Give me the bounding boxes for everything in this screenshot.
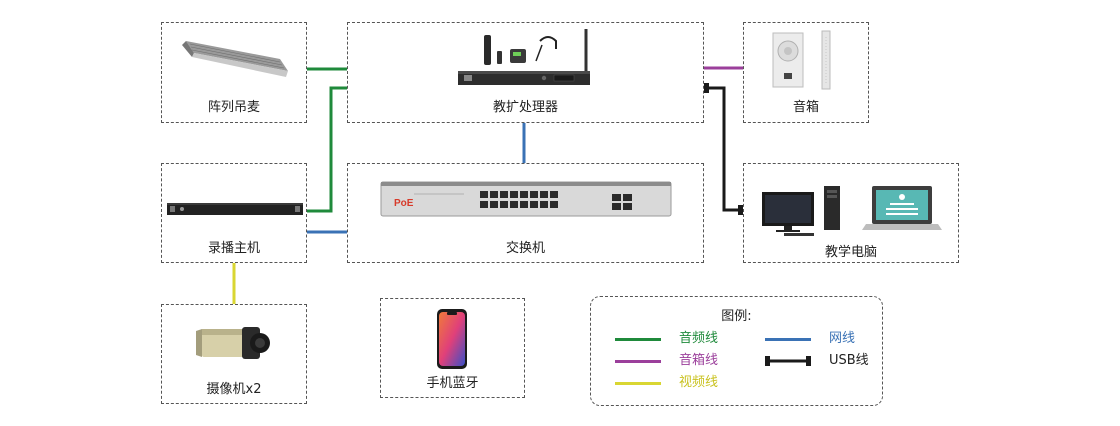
pc-label: 教学电脑 xyxy=(824,245,877,260)
legend: 图例: 音频线 网线 音箱线 USB线 视频线 xyxy=(590,296,883,406)
switch-label: 交换机 xyxy=(505,241,545,256)
node-speaker: 音箱 xyxy=(743,22,869,123)
node-phone: 手机蓝牙 xyxy=(380,298,525,398)
legend-label-speaker: 音箱线 xyxy=(679,353,719,368)
legend-label-video: 视频线 xyxy=(679,375,719,390)
switch-brand-text: PoE xyxy=(394,198,414,209)
legend-label-usb: USB线 xyxy=(829,353,869,368)
recorder-label: 录播主机 xyxy=(207,241,260,256)
legend-swatch-speaker xyxy=(615,360,661,363)
legend-title: 图例: xyxy=(721,309,752,324)
processor-label: 教扩处理器 xyxy=(492,100,558,115)
node-switch: PoE 交换机 xyxy=(347,163,704,263)
legend-label-audio: 音频线 xyxy=(679,331,719,346)
switch-icon: PoE xyxy=(380,181,672,217)
legend-label-network: 网线 xyxy=(829,331,856,346)
node-processor: 教扩处理器 xyxy=(347,22,704,123)
audio-line-recorder xyxy=(307,86,347,213)
array-mic-icon xyxy=(182,41,288,77)
usb-plug-bottom xyxy=(738,205,743,215)
processor-icon xyxy=(458,29,590,85)
legend-swatch-usb xyxy=(765,356,811,366)
speaker-label: 音箱 xyxy=(792,100,819,115)
node-pc: 教学电脑 xyxy=(743,163,959,263)
phone-label: 手机蓝牙 xyxy=(426,376,479,391)
legend-swatch-video xyxy=(615,382,661,385)
phone-icon xyxy=(437,309,467,369)
usb-plug-top xyxy=(704,83,709,93)
node-camera: 摄像机x2 xyxy=(161,304,307,404)
speaker-icon xyxy=(772,30,831,90)
computer-icon xyxy=(762,186,942,236)
camera-label: 摄像机x2 xyxy=(206,382,262,397)
array-mic-label: 阵列吊麦 xyxy=(207,100,260,115)
node-recorder: 录播主机 xyxy=(161,163,307,263)
usb-line xyxy=(708,86,740,212)
legend-swatch-network xyxy=(765,338,811,341)
node-array-mic: 阵列吊麦 xyxy=(161,22,307,123)
camera-icon xyxy=(196,327,270,359)
legend-swatch-audio xyxy=(615,338,661,341)
recorder-icon xyxy=(167,203,303,215)
